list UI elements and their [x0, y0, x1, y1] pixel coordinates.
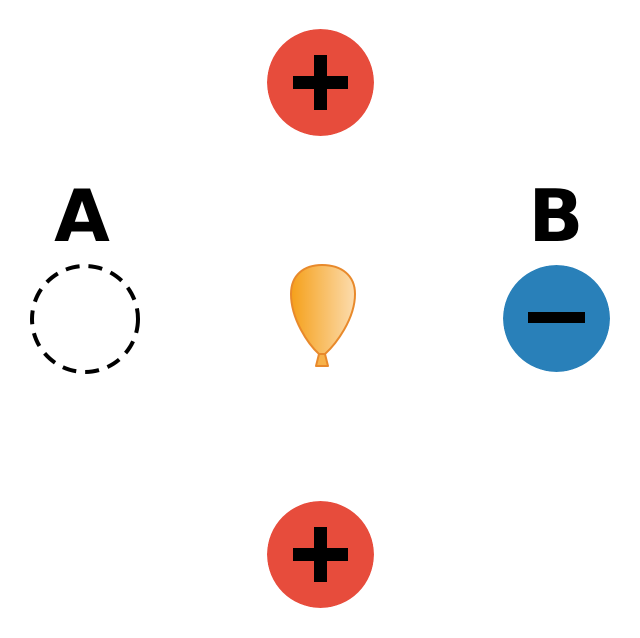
plus-icon — [267, 501, 374, 608]
dashed-outline — [30, 264, 140, 374]
minus-bar — [528, 312, 585, 323]
balloon-knot — [315, 353, 329, 367]
label-a: A — [54, 174, 110, 258]
negative-charge-b — [503, 265, 610, 372]
plus-vertical-bar — [314, 55, 327, 110]
plus-icon — [267, 29, 374, 136]
balloon-body — [289, 263, 357, 358]
positive-charge-bottom — [267, 501, 374, 608]
label-b: B — [528, 174, 584, 258]
plus-vertical-bar — [314, 527, 327, 582]
dashed-circle-a — [30, 264, 140, 374]
positive-charge-top — [267, 29, 374, 136]
minus-icon — [503, 265, 610, 372]
balloon-icon — [289, 263, 357, 367]
